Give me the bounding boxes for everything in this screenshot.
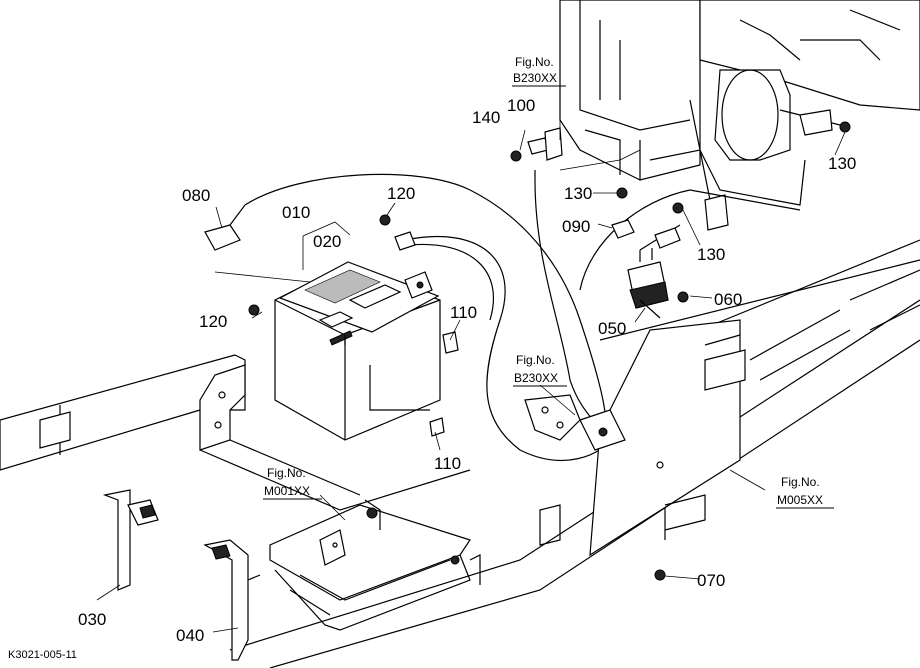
- label-050: 050: [598, 319, 626, 338]
- small-parts: [204, 121, 851, 581]
- fig-ref-code: B230XX: [513, 71, 557, 85]
- label-090: 090: [562, 217, 590, 236]
- figure-references: Fig.No. B230XX Fig.No. B230XX Fig.No. M0…: [263, 55, 834, 509]
- label-040: 040: [176, 626, 204, 645]
- part-number-labels: 080 010 020 120 120 110 110 140 100 130 …: [78, 96, 856, 645]
- label-130-left: 130: [564, 184, 592, 203]
- label-140: 140: [472, 108, 500, 127]
- fig-ref-code: M005XX: [777, 493, 823, 507]
- battery: [274, 261, 441, 441]
- label-120-top: 120: [387, 184, 415, 203]
- label-110-bottom: 110: [434, 454, 461, 473]
- label-010: 010: [282, 203, 310, 222]
- label-100: 100: [507, 96, 535, 115]
- leader-lines: [96, 95, 846, 633]
- label-060: 060: [714, 290, 742, 309]
- label-020: 020: [313, 232, 341, 251]
- fig-ref-code: M001XX: [264, 484, 310, 498]
- starter-relay: [627, 248, 669, 319]
- battery-tray: [199, 364, 471, 631]
- fig-ref-prefix: Fig.No.: [781, 475, 820, 489]
- drawing-code: K3021-005-11: [8, 649, 77, 661]
- label-110-right: 110: [450, 303, 477, 322]
- mounting-plate: [579, 319, 746, 557]
- cable-bracket: [524, 394, 581, 441]
- engine-block: [559, 0, 920, 231]
- fig-ref-code: B230XX: [514, 371, 558, 385]
- label-130-right: 130: [828, 154, 856, 173]
- label-120-left: 120: [199, 312, 227, 331]
- battery-straps: [102, 489, 261, 661]
- fig-ref-prefix: Fig.No.: [516, 353, 555, 367]
- label-070: 070: [697, 571, 725, 590]
- fig-ref-prefix: Fig.No.: [267, 466, 306, 480]
- fig-ref-prefix: Fig.No.: [515, 55, 554, 69]
- label-080: 080: [182, 186, 210, 205]
- chassis-frame: [0, 239, 920, 668]
- label-130-mid: 130: [697, 245, 725, 264]
- label-030: 030: [78, 610, 106, 629]
